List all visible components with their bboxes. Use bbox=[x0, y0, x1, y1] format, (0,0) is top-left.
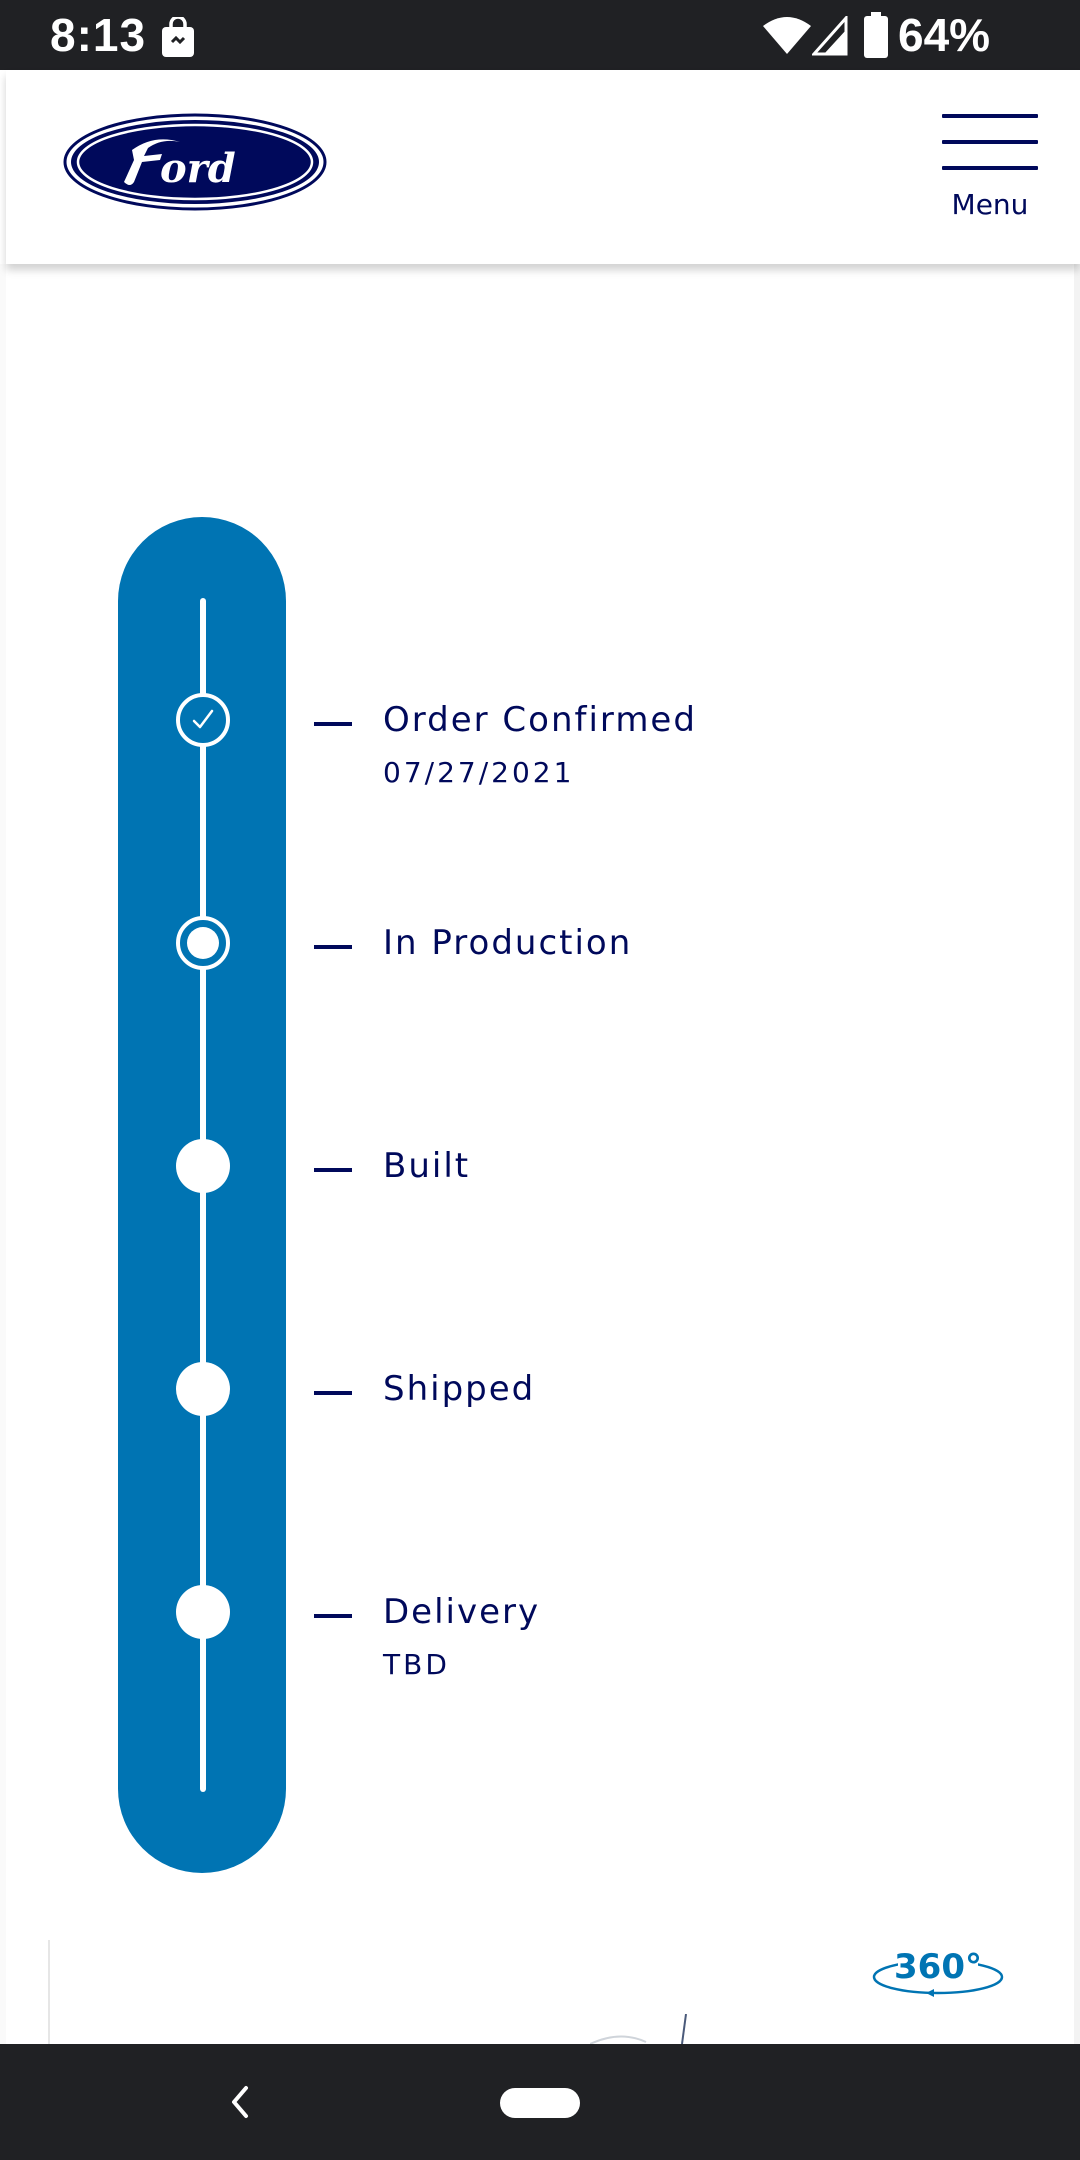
battery-icon bbox=[864, 12, 888, 58]
hamburger-icon-line bbox=[942, 140, 1038, 144]
step-label-in-production: In Production bbox=[383, 923, 633, 963]
step-date-order-confirmed: 07/27/2021 bbox=[383, 756, 575, 789]
vehicle-image-edge bbox=[590, 2014, 687, 2044]
hamburger-icon bbox=[942, 114, 1038, 118]
menu-label: Menu bbox=[951, 188, 1029, 221]
step-connector bbox=[314, 945, 352, 949]
home-button[interactable] bbox=[500, 2088, 580, 2118]
order-tracker-line bbox=[200, 598, 206, 1792]
vehicle-viewer-edge bbox=[48, 1940, 50, 2044]
ford-logo[interactable]: ord bbox=[62, 112, 328, 212]
status-bar: 8:13 64% bbox=[0, 0, 1080, 70]
step-date-delivery: TBD bbox=[383, 1648, 450, 1681]
rotate-360-icon[interactable]: 360° bbox=[870, 1944, 1006, 2002]
status-time: 8:13 bbox=[50, 9, 147, 61]
wifi-icon bbox=[763, 17, 811, 54]
shopping-bag-icon bbox=[162, 17, 194, 57]
hamburger-icon-line bbox=[942, 166, 1038, 170]
back-icon[interactable] bbox=[222, 2078, 256, 2126]
step-label-shipped: Shipped bbox=[383, 1369, 536, 1409]
step-current-icon bbox=[176, 916, 230, 970]
step-pending-icon bbox=[176, 1585, 230, 1639]
checkmark-icon bbox=[192, 709, 214, 729]
step-completed-icon bbox=[176, 693, 230, 747]
step-label-delivery: Delivery bbox=[383, 1592, 541, 1632]
step-connector bbox=[314, 1391, 352, 1395]
content-border-left bbox=[0, 264, 6, 2044]
step-pending-icon bbox=[176, 1362, 230, 1416]
battery-percentage: 64% bbox=[898, 9, 991, 61]
step-connector bbox=[314, 1614, 352, 1618]
cell-signal-icon bbox=[812, 16, 848, 56]
menu-button[interactable]: Menu bbox=[932, 110, 1042, 230]
step-label-order-confirmed: Order Confirmed bbox=[383, 700, 697, 740]
step-label-built: Built bbox=[383, 1146, 471, 1186]
site-header: ord Menu bbox=[6, 70, 1080, 264]
rotate-360-label: 360° bbox=[894, 1947, 982, 1987]
system-nav-bar bbox=[0, 2044, 1080, 2160]
svg-text:ord: ord bbox=[160, 145, 236, 192]
step-connector bbox=[314, 722, 352, 726]
step-pending-icon bbox=[176, 1139, 230, 1193]
content-border-right bbox=[1074, 264, 1080, 2044]
step-connector bbox=[314, 1168, 352, 1172]
